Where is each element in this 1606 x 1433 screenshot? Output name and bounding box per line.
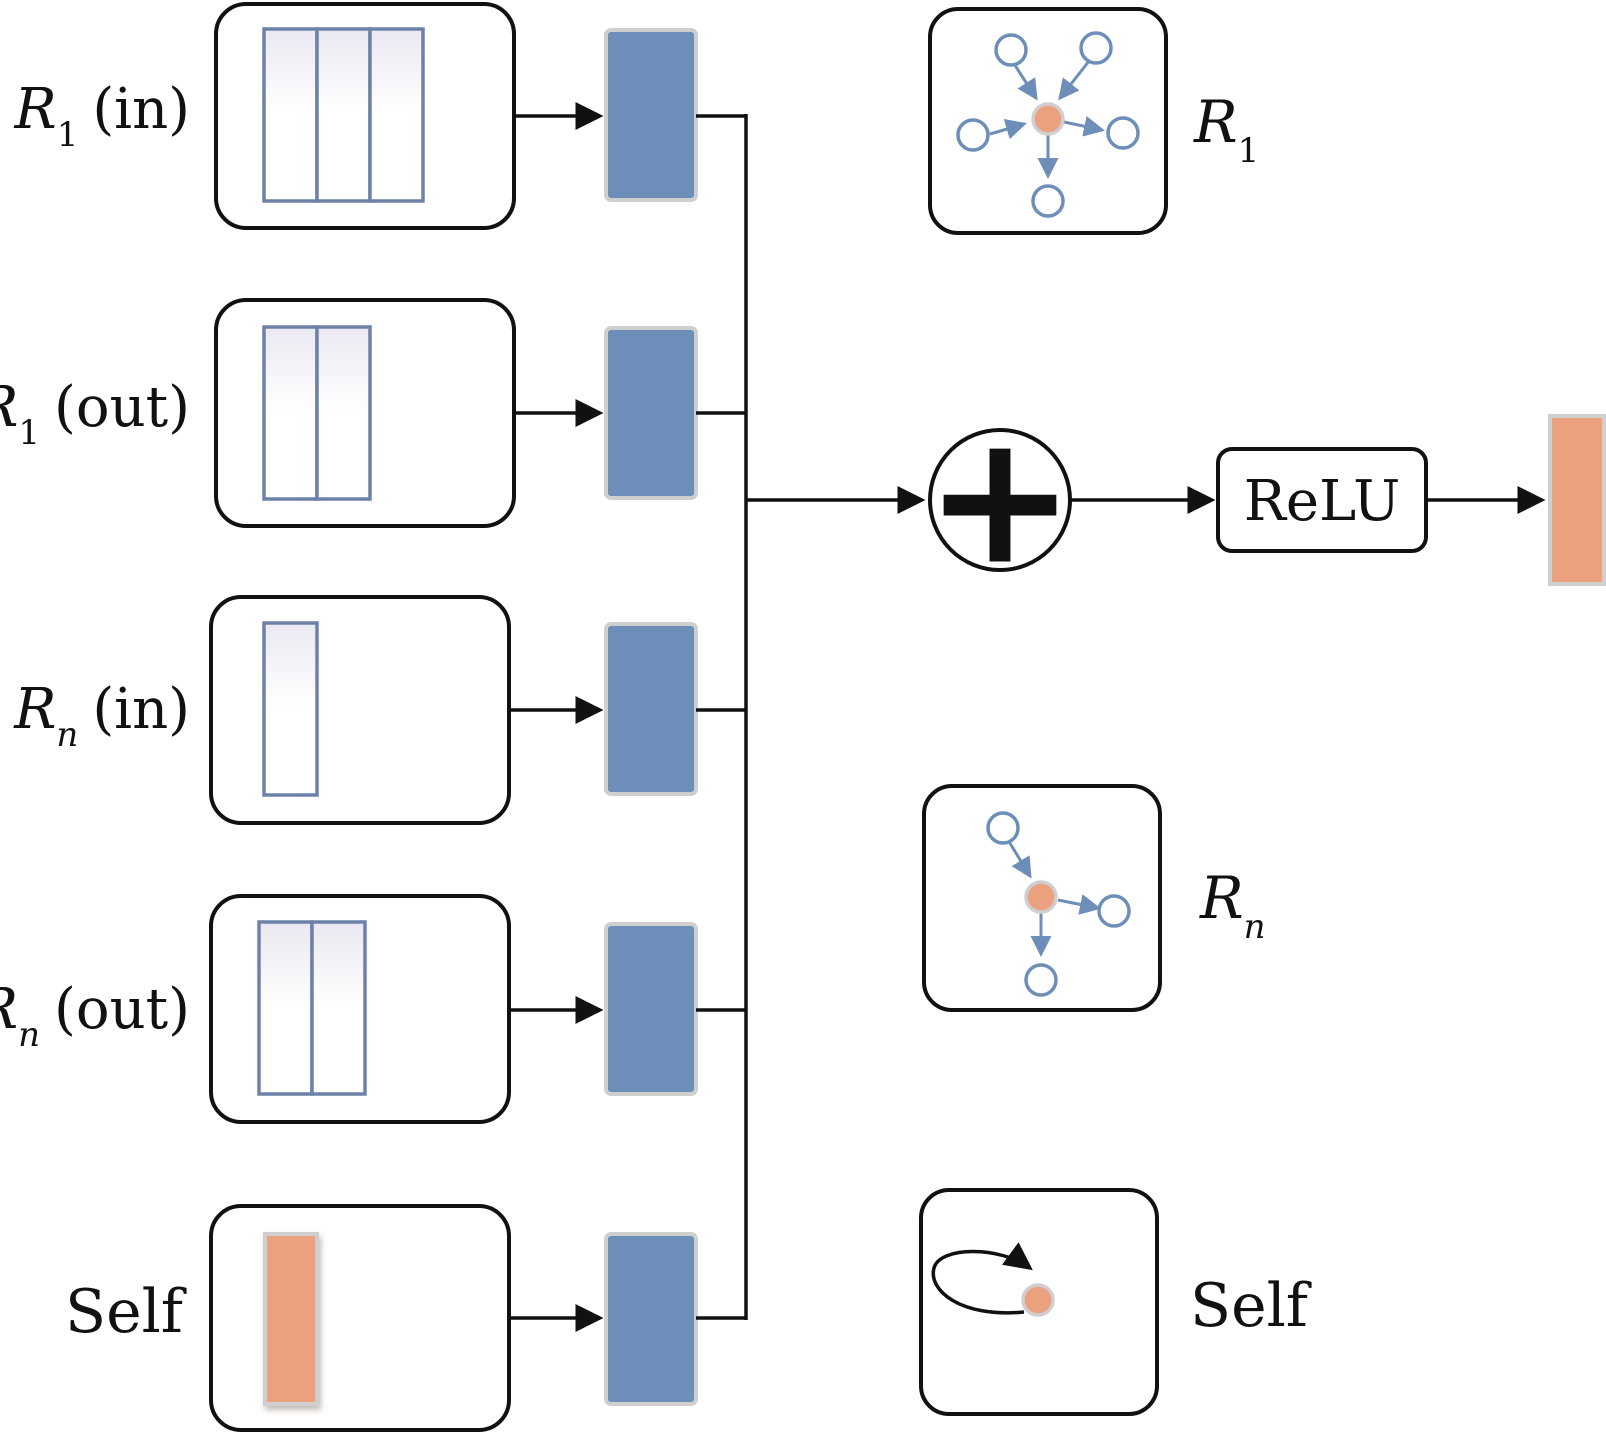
row-label: Self [65, 1277, 187, 1347]
feature-box [209, 1204, 511, 1432]
self-feature-vector [263, 1232, 319, 1406]
row-label: Rn(in) [13, 677, 190, 755]
transform-block [604, 28, 698, 202]
legend-self: Self [919, 1188, 1312, 1416]
matrix-column [368, 27, 425, 203]
row-label: R1(out) [0, 375, 190, 453]
relu-label: ReLU [1244, 469, 1401, 534]
matrix-column [257, 920, 314, 1096]
neighbor-node [956, 118, 990, 152]
center-node [1021, 1283, 1055, 1317]
neighbor-node [1031, 184, 1065, 218]
legend-label: Self [1190, 1271, 1312, 1341]
plus-sign: + [925, 396, 1076, 605]
row-label: Rn(out) [0, 977, 190, 1055]
neighbor-node [986, 811, 1020, 845]
transform-block [604, 326, 698, 500]
legend-label: R1 [1193, 88, 1259, 171]
star-graph-icon [986, 811, 1131, 997]
neighbor-node [1079, 31, 1113, 65]
matrix-column [315, 325, 372, 501]
center-node [1024, 880, 1058, 914]
legend-rn: Rn [922, 784, 1266, 1012]
neighbor-node [1097, 894, 1131, 928]
feature-box [209, 595, 511, 825]
matrix-column [310, 920, 367, 1096]
sum-operator: + [925, 396, 1076, 605]
transform-block [604, 1232, 698, 1406]
matrix-column [262, 621, 319, 797]
feature-matrix [262, 621, 319, 797]
star-graph-icon [956, 31, 1140, 218]
neighbor-node [1106, 116, 1140, 150]
transform-block [604, 622, 698, 796]
transform-block [604, 922, 698, 1096]
input-row-self: Self [65, 1204, 746, 1432]
feature-matrix [262, 27, 425, 203]
output-vector [1548, 414, 1606, 586]
input-row-r1-in: R1(in) [14, 2, 746, 230]
input-row-rn-in: Rn(in) [13, 595, 746, 825]
feature-matrix [257, 920, 367, 1096]
neighbor-node [994, 33, 1028, 67]
matrix-column [262, 27, 319, 203]
feature-matrix [262, 325, 372, 501]
self-loop-icon [931, 1242, 1055, 1317]
row-label: R1(in) [14, 77, 190, 155]
matrix-column [315, 27, 372, 203]
relu-block: ReLU [1216, 447, 1428, 553]
center-node [1031, 102, 1065, 136]
legend-r1: R1 [928, 7, 1259, 235]
input-row-rn-out: Rn(out) [0, 894, 746, 1124]
neighbor-node [1024, 963, 1058, 997]
input-row-r1-out: R1(out) [0, 298, 746, 528]
matrix-column [262, 325, 319, 501]
legend-label: Rn [1199, 864, 1266, 947]
